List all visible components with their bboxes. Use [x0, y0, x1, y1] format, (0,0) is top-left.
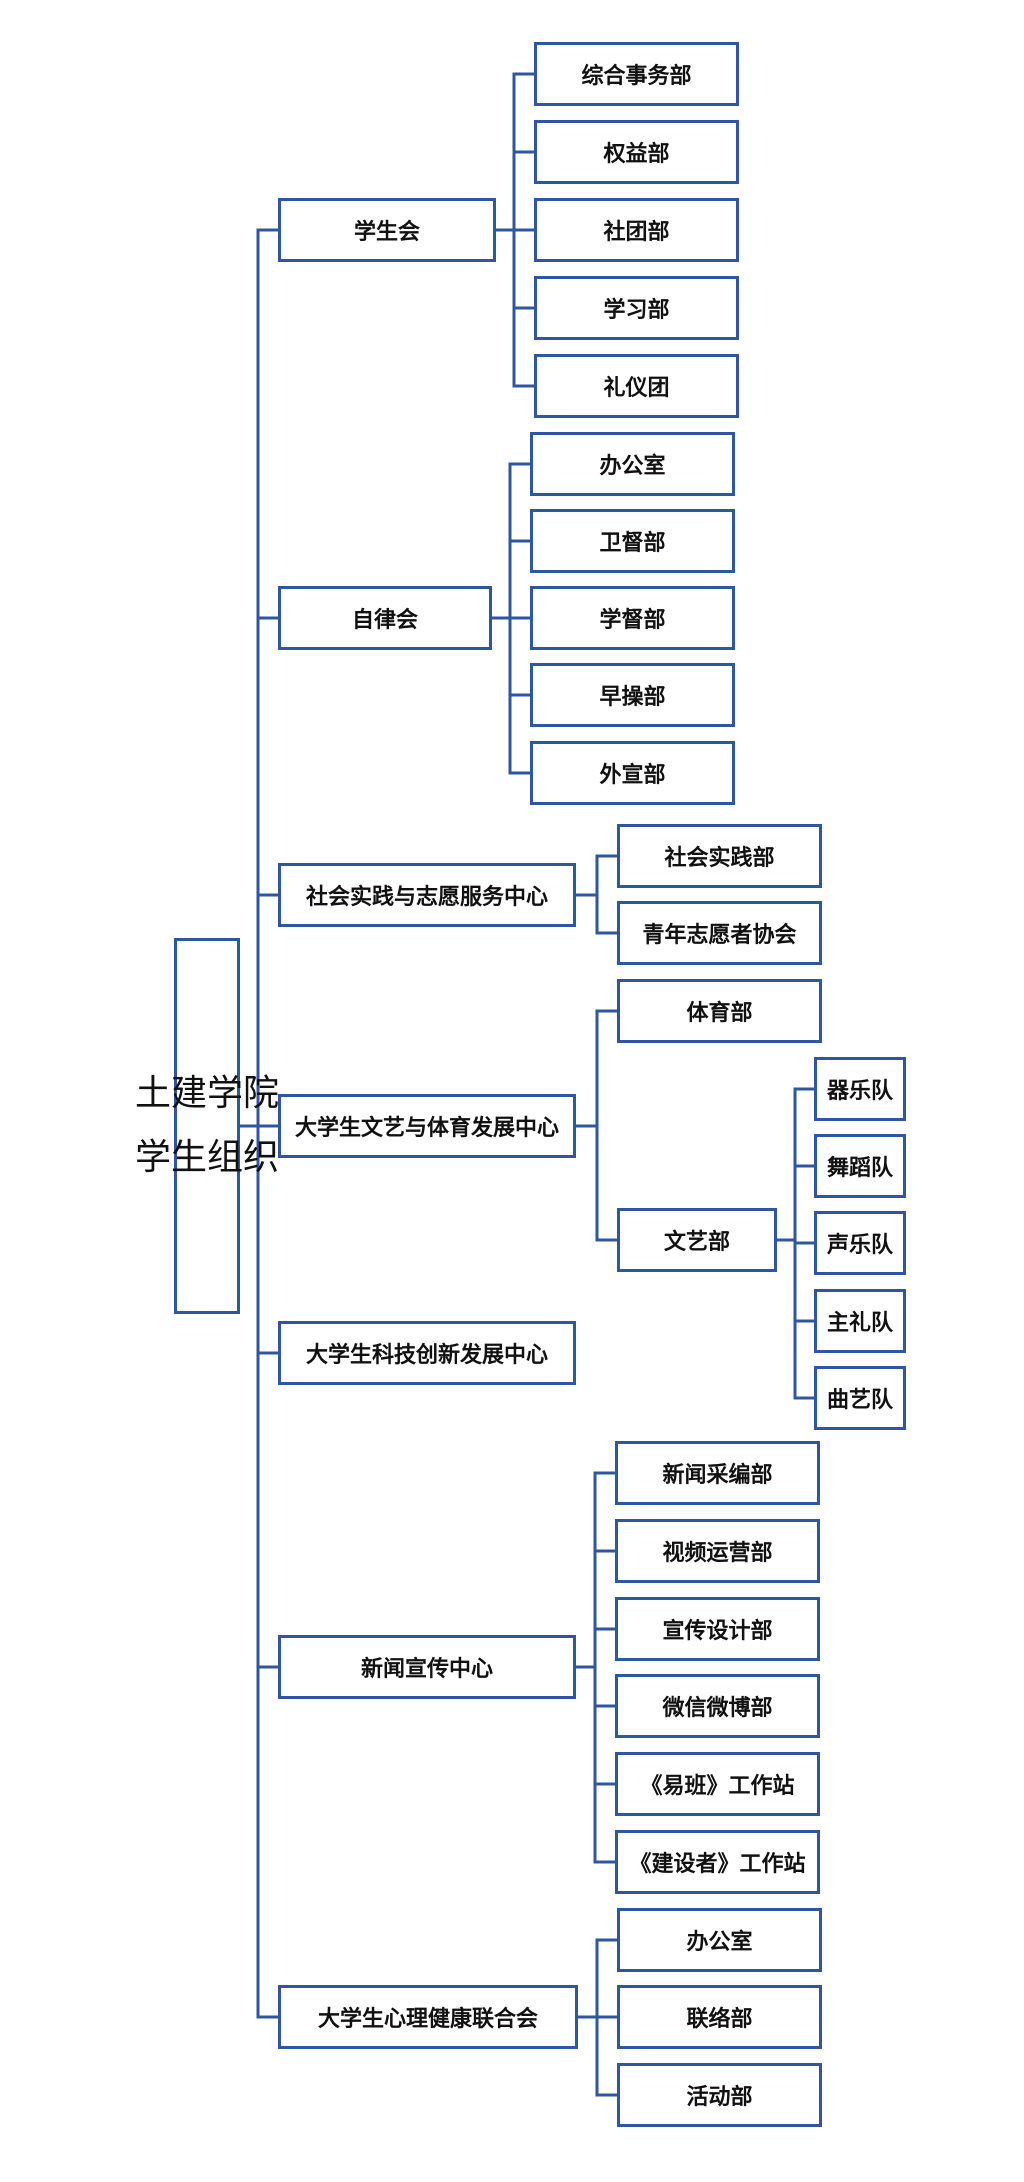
- node-sports: 体育部: [617, 979, 822, 1043]
- node-rights: 权益部: [534, 120, 739, 184]
- node-yiban-station: 《易班》工作站: [615, 1752, 820, 1816]
- node-general-affairs: 综合事务部: [534, 42, 739, 106]
- node-clubs: 社团部: [534, 198, 739, 262]
- node-orchestra: 器乐队: [814, 1057, 906, 1121]
- node-ceremony-team: 主礼队: [814, 1289, 906, 1353]
- node-publicity-design: 宣传设计部: [615, 1597, 820, 1661]
- node-arts: 文艺部: [617, 1208, 777, 1272]
- node-office-b: 办公室: [617, 1908, 822, 1972]
- node-publicity-external: 外宣部: [530, 741, 735, 805]
- node-etiquette: 礼仪团: [534, 354, 739, 418]
- node-study: 学习部: [534, 276, 739, 340]
- node-news-center: 新闻宣传中心: [278, 1635, 576, 1699]
- root-label-line1: 土建学院: [135, 1073, 280, 1114]
- node-hygiene-supervision: 卫督部: [530, 509, 735, 573]
- node-builder-station: 《建设者》工作站: [615, 1830, 820, 1894]
- node-social-practice: 社会实践部: [617, 824, 822, 888]
- node-study-supervision: 学督部: [530, 586, 735, 650]
- root-node: 土建学院 学生组织: [135, 938, 279, 1314]
- node-mental-health-union: 大学生心理健康联合会: [278, 1985, 578, 2049]
- node-morning-exercise: 早操部: [530, 663, 735, 727]
- node-arts-sports-center: 大学生文艺与体育发展中心: [278, 1094, 576, 1158]
- node-dance-team: 舞蹈队: [814, 1134, 906, 1198]
- node-tech-innovation-center: 大学生科技创新发展中心: [278, 1321, 576, 1385]
- node-video-operations: 视频运营部: [615, 1519, 820, 1583]
- root-label-line2: 学生组织: [135, 1137, 280, 1178]
- node-activities: 活动部: [617, 2063, 822, 2127]
- node-liaison: 联络部: [617, 1985, 822, 2049]
- node-vocal-team: 声乐队: [814, 1211, 906, 1275]
- node-wechat-weibo: 微信微博部: [615, 1674, 820, 1738]
- node-folk-arts-team: 曲艺队: [814, 1366, 906, 1430]
- node-student-union: 学生会: [278, 198, 496, 262]
- node-youth-volunteers: 青年志愿者协会: [617, 901, 822, 965]
- node-office-a: 办公室: [530, 432, 735, 496]
- node-news-editing: 新闻采编部: [615, 1441, 820, 1505]
- node-social-practice-center: 社会实践与志愿服务中心: [278, 863, 576, 927]
- node-self-discipline: 自律会: [278, 586, 492, 650]
